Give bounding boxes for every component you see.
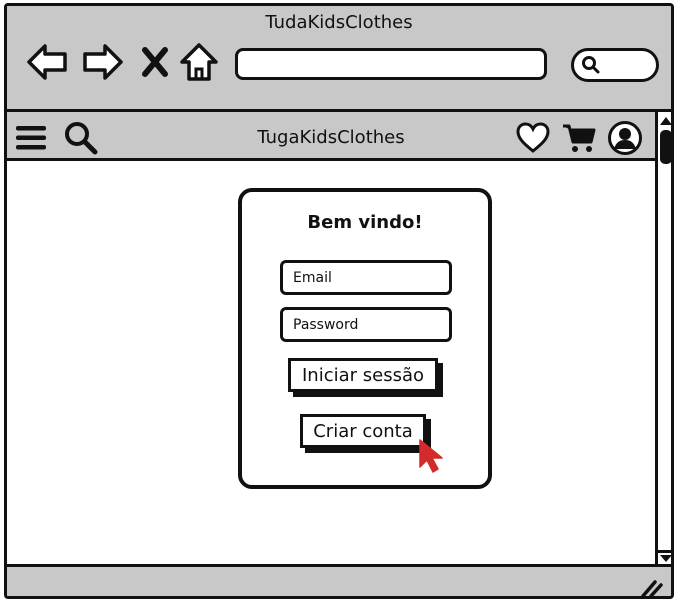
search-icon <box>582 56 600 74</box>
signup-button[interactable]: Criar conta <box>300 414 426 448</box>
email-field[interactable] <box>280 260 452 295</box>
site-search-button[interactable] <box>63 120 99 156</box>
wishlist-button[interactable] <box>515 120 551 156</box>
login-card: Bem vindo! Iniciar sessão Criar conta <box>238 188 492 489</box>
browser-window: TudaKidsClothes <box>4 3 674 599</box>
user-icon <box>608 121 642 155</box>
password-field[interactable] <box>280 307 452 342</box>
browser-title: TudaKidsClothes <box>265 12 413 33</box>
scroll-down-icon <box>660 555 671 562</box>
vertical-scrollbar[interactable] <box>655 112 673 564</box>
menu-button[interactable] <box>13 120 49 156</box>
browser-toolbar: TudaKidsClothes <box>7 6 671 112</box>
address-bar[interactable] <box>235 48 547 80</box>
site-title: TugaKidsClothes <box>257 127 405 148</box>
close-icon <box>142 47 168 77</box>
login-title: Bem vindo! <box>307 212 423 233</box>
site-header: TugaKidsClothes <box>7 115 655 161</box>
scroll-up-icon[interactable] <box>659 116 673 126</box>
cart-icon <box>563 124 596 152</box>
arrow-left-icon <box>27 44 67 80</box>
resize-grip-icon[interactable] <box>639 576 665 598</box>
back-button[interactable] <box>25 40 69 84</box>
hamburger-menu-icon <box>16 126 46 150</box>
stop-button[interactable] <box>133 40 177 84</box>
arrow-right-icon <box>83 44 123 80</box>
home-button[interactable] <box>177 40 221 84</box>
scroll-thumb[interactable] <box>660 130 671 164</box>
cart-button[interactable] <box>561 120 597 156</box>
home-icon <box>180 43 218 81</box>
account-button[interactable] <box>607 120 643 156</box>
forward-button[interactable] <box>81 40 125 84</box>
page-content: Bem vindo! Iniciar sessão Criar conta <box>7 161 655 564</box>
status-bar <box>7 564 671 598</box>
scroll-down-button[interactable] <box>658 550 671 564</box>
search-icon <box>65 122 98 155</box>
login-button[interactable]: Iniciar sessão <box>288 358 438 392</box>
mouse-pointer-icon <box>419 439 443 473</box>
heart-icon <box>516 122 550 153</box>
browser-search-box[interactable] <box>571 48 659 82</box>
